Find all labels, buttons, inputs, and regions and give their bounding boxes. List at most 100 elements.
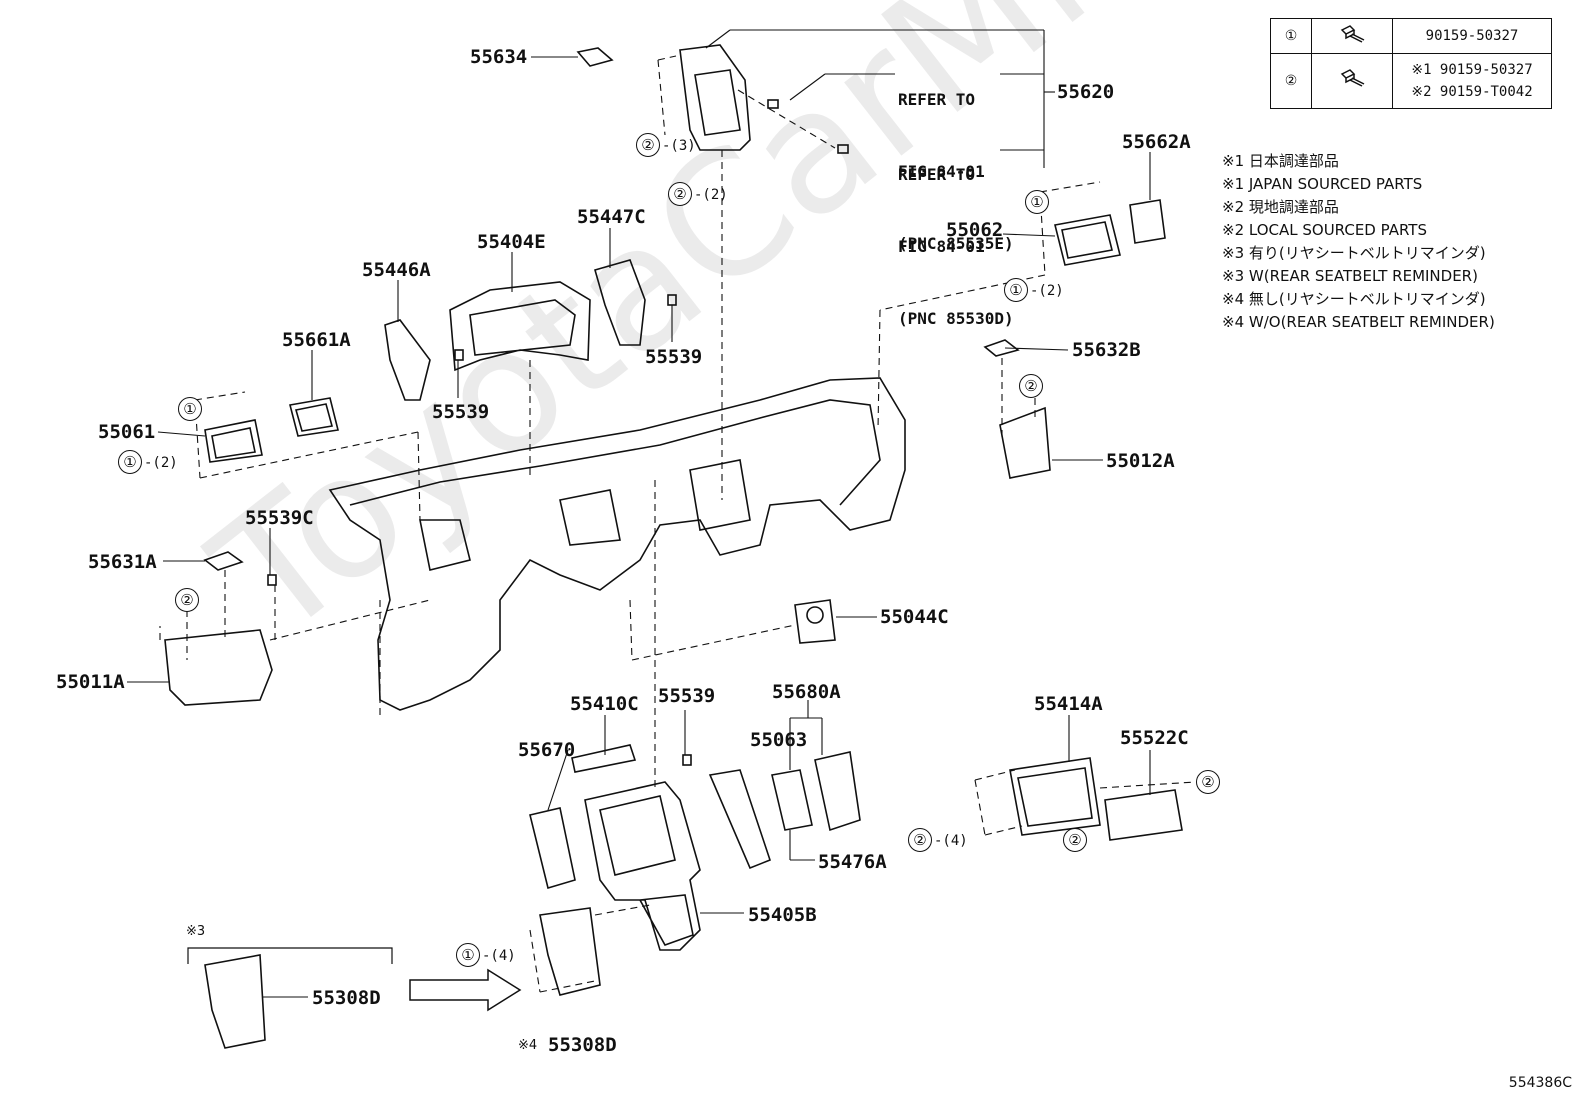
side-panel-right-outline <box>999 406 1051 479</box>
part-label: 55634 <box>470 46 528 68</box>
callout-2: ② <box>908 828 932 852</box>
part-label: 55661A <box>282 329 351 351</box>
instrument-panel-inner <box>349 399 881 571</box>
legend-row: ② ※1 90159-50327 ※2 90159-T0042 <box>1270 53 1552 109</box>
note-3-jp: ※3 有り(リヤシートベルトリマインダ) <box>1222 244 1486 262</box>
callout-1: ① <box>456 943 480 967</box>
panel-55447c-outline <box>594 259 646 346</box>
note-4-en: ※4 W/O(REAR SEATBELT REMINDER) <box>1222 313 1495 331</box>
part-label: 55662A <box>1122 131 1191 153</box>
switch-knob <box>806 606 824 624</box>
note-3-en: ※3 W(REAR SEATBELT REMINDER) <box>1222 267 1478 285</box>
reference-1: REFER TO FIG 84-01 (PNC 85535E) <box>898 40 1014 280</box>
vent-center-outline <box>529 807 576 890</box>
reference-2-line1: REFER TO <box>898 165 976 184</box>
note-1-en: ※1 JAPAN SOURCED PARTS <box>1222 175 1423 193</box>
callout-quantity: -(4) <box>934 833 968 849</box>
vent-left-outline <box>204 419 263 463</box>
clip-ref-a <box>767 99 779 109</box>
legend-part-2-line1: ※1 90159-50327 <box>1411 62 1533 78</box>
reference-1-line3: (PNC 85535E) <box>898 234 1014 253</box>
callout-quantity: -(2) <box>694 187 728 203</box>
callout-1: ① <box>178 397 202 421</box>
callout-2: ② <box>1063 828 1087 852</box>
callout-2: ② <box>175 588 199 612</box>
part-label: 55405B <box>748 904 817 926</box>
part-label: 55476A <box>818 851 887 873</box>
callout-1: ① <box>1025 190 1049 214</box>
part-label: 55632B <box>1072 339 1141 361</box>
part-label: 55539 <box>645 346 703 368</box>
part-label: 55061 <box>98 421 156 443</box>
bolt-icon <box>1311 18 1393 54</box>
switch-base-55044c-outline <box>794 599 836 644</box>
part-label: 55670 <box>518 739 576 761</box>
part-label: 55631A <box>88 551 157 573</box>
bracket-55476a-outline <box>708 769 771 870</box>
drawing-code: 554386C <box>1508 1075 1572 1091</box>
fastener-legend: ① 90159-50327 ② ※1 90159-50327 ※2 90159-… <box>1270 18 1552 109</box>
display-55414a-outline <box>1009 757 1101 836</box>
panel-55446a-outline <box>384 319 431 401</box>
callout-2: ② <box>636 133 660 157</box>
part-label: 55308D <box>548 1034 617 1056</box>
legend-part-2-line2: ※2 90159-T0042 <box>1411 84 1533 100</box>
legend-key-1: ① <box>1270 18 1312 54</box>
pad-55634 <box>576 47 614 67</box>
bolt-icon <box>1311 53 1393 109</box>
legend-key-2: ② <box>1270 53 1312 109</box>
part-label: 55539 <box>658 685 716 707</box>
part-label: 55522C <box>1120 727 1189 749</box>
callout-quantity: -(2) <box>144 455 178 471</box>
callout-quantity: -(2) <box>1030 283 1064 299</box>
bezel-55662a-outline <box>1129 199 1166 244</box>
callout-2: ② <box>668 182 692 206</box>
clip-55539-a <box>454 349 464 361</box>
switch-55308d-a-outline <box>204 954 266 1049</box>
part-label: 55539C <box>245 507 314 529</box>
part-label: 55410C <box>570 693 639 715</box>
garnish-55410c-outline <box>571 744 637 773</box>
vent-right-outline <box>1054 214 1121 266</box>
center-panel-outline <box>584 781 701 951</box>
legend-row: ① 90159-50327 <box>1270 18 1552 54</box>
cluster-hood-outline <box>449 281 591 372</box>
note-4-jp: ※4 無し(リヤシートベルトリマインダ) <box>1222 290 1486 308</box>
meter-bracket-outline <box>679 44 751 151</box>
legend-part-1: 90159-50327 <box>1392 18 1552 54</box>
panel-55680a-outline <box>814 751 861 832</box>
legend-part-2: ※1 90159-50327 ※2 90159-T0042 <box>1392 53 1552 109</box>
pad-55631a <box>203 551 244 571</box>
callout-2: ② <box>1019 374 1043 398</box>
note-2-jp: ※2 現地調達部品 <box>1222 198 1339 216</box>
part-label: 55308D <box>312 987 381 1009</box>
reference-2-line2: FIG 84-01 <box>898 237 985 256</box>
part-label: 55404E <box>477 231 546 253</box>
part-label: 55447C <box>577 206 646 228</box>
part-label: 55680A <box>772 681 841 703</box>
bezel-55661a-outline <box>289 397 339 437</box>
reference-2-line3: (PNC 85530D) <box>898 309 1014 328</box>
pad-55632b <box>983 339 1020 357</box>
clip-55539c <box>267 574 277 586</box>
vent-55063-outline <box>771 769 813 831</box>
lower-panel-left-outline <box>164 629 273 706</box>
direction-arrow <box>409 968 522 1012</box>
part-label: 55011A <box>56 671 125 693</box>
part-label: 55620 <box>1057 81 1115 103</box>
clip-ref-b <box>837 144 849 154</box>
clip-55539-b <box>667 294 677 306</box>
callout-quantity: -(3) <box>662 138 696 154</box>
part-label: 55044C <box>880 606 949 628</box>
callout-1: ① <box>118 450 142 474</box>
note-marker-3: ※3 <box>186 924 206 939</box>
reference-2: REFER TO FIG 84-01 (PNC 85530D) <box>898 115 1014 355</box>
panel-55522c-outline <box>1104 789 1183 841</box>
part-label: 55539 <box>432 401 490 423</box>
callout-1: ① <box>1004 278 1028 302</box>
part-label: 55012A <box>1106 450 1175 472</box>
note3-bracket <box>187 947 393 964</box>
callout-quantity: -(4) <box>482 948 516 964</box>
note-2-en: ※2 LOCAL SOURCED PARTS <box>1222 221 1427 239</box>
